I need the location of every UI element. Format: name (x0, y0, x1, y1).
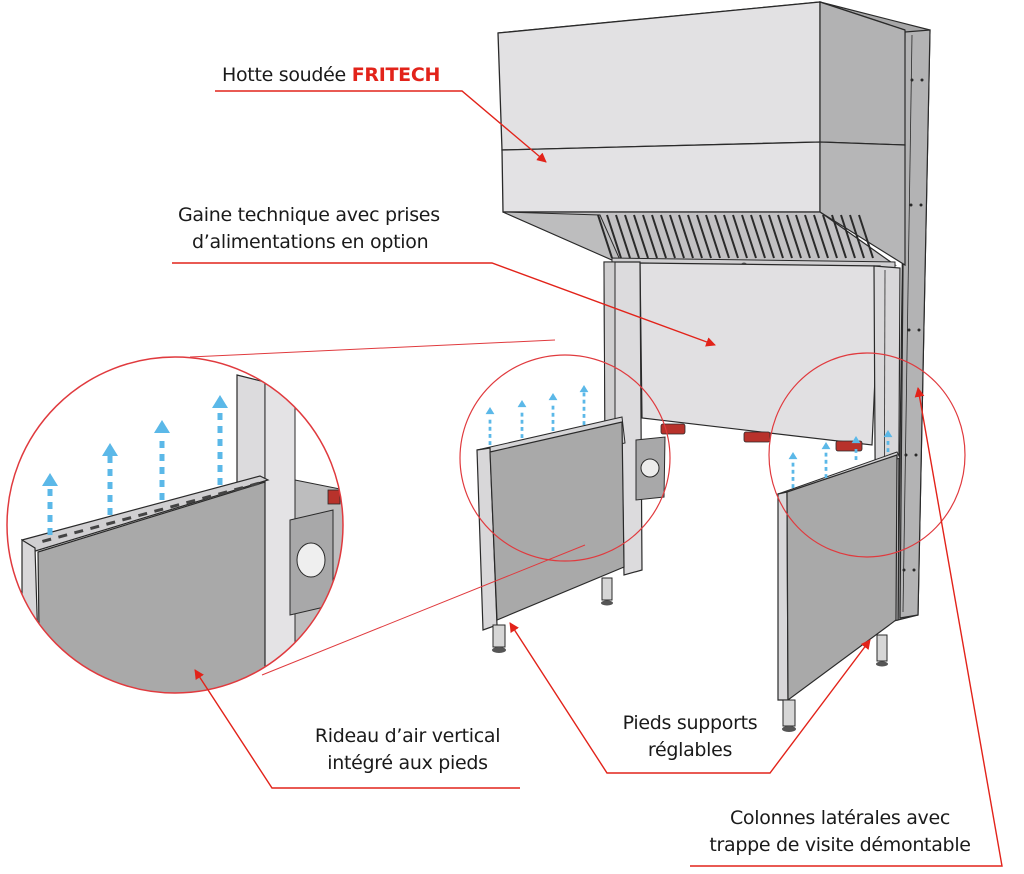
filter-slat (822, 214, 838, 259)
filter-slat (651, 214, 667, 259)
grease-filters (597, 214, 874, 259)
airflow-arrow-icon (42, 473, 58, 535)
filter-slat (840, 214, 856, 259)
filter-slat (669, 214, 685, 259)
focus-circle-left (459, 354, 671, 562)
airflow-arrows-main (485, 385, 893, 488)
filter-slat (786, 214, 802, 259)
label-air-curtain-line2: intégré aux pieds (327, 752, 488, 774)
filter-slat (777, 214, 793, 259)
slot (249, 481, 260, 487)
leader-lines (172, 90, 1003, 867)
filter-slat (687, 214, 703, 259)
left-leg-panel (476, 416, 626, 653)
airflow-arrow-icon (579, 385, 589, 425)
filter-slat (696, 214, 712, 259)
filter-slat (714, 214, 730, 259)
label-feet-line2: réglables (647, 739, 733, 761)
filter-slat (624, 214, 640, 259)
slot (218, 490, 228, 496)
airflow-arrow-icon (821, 442, 831, 478)
filter-slat (732, 214, 748, 259)
filter-slat (678, 214, 694, 259)
zoom-connector-bottom (261, 544, 586, 676)
electrical-sockets (660, 423, 863, 452)
filter-slat (633, 214, 649, 259)
welded-hood (497, 1, 906, 270)
filter-slat (795, 214, 811, 259)
zoom-detail (6, 356, 344, 694)
airflow-arrow-icon (154, 420, 170, 500)
slot (170, 503, 180, 509)
slot (90, 524, 100, 530)
filter-slat (858, 214, 874, 259)
label-columns-line2: trappe de visite démontable (709, 834, 971, 856)
filter-slat (759, 214, 775, 259)
leader-duct (172, 262, 716, 347)
leader-hood (215, 90, 547, 163)
filter-slat (750, 214, 766, 259)
airflow-arrow-icon (517, 400, 527, 438)
left-inner-column (603, 261, 666, 576)
zoom-circle (6, 356, 344, 694)
airflow-arrow-icon (102, 443, 118, 515)
slot (234, 486, 244, 492)
slot (73, 529, 84, 535)
label-feet: Pieds supports réglables (605, 710, 775, 764)
label-hood: Hotte soudée FRITECH (222, 62, 440, 89)
label-columns-line1: Colonnes latérales avec (729, 807, 951, 829)
leader-feet (509, 622, 871, 774)
label-duct-line2: d’alimentations en option (192, 231, 429, 253)
slot (41, 537, 52, 543)
filter-slat (642, 214, 658, 259)
leader-columns (690, 387, 1003, 867)
leader-air-curtain (194, 669, 520, 789)
airflow-arrow-icon (485, 407, 495, 445)
filter-slat (849, 214, 865, 259)
filter-slat (804, 214, 820, 259)
airflow-arrows-zoom (42, 395, 228, 535)
slot (201, 494, 212, 500)
filter-slat (768, 214, 784, 259)
right-leg-panel (777, 451, 901, 732)
slot (106, 520, 116, 526)
slot (185, 498, 196, 505)
airflow-arrow-icon (851, 436, 861, 460)
airflow-arrow-icon (883, 430, 893, 452)
filter-slat (813, 214, 829, 259)
label-hood-text: Hotte soudée (222, 64, 346, 86)
filter-slat (741, 214, 757, 259)
technical-duct-panel (639, 262, 881, 446)
label-air-curtain: Rideau d’air vertical intégré aux pieds (295, 723, 520, 777)
focus-circle-right (768, 352, 966, 558)
brand-name: FRITECH (351, 64, 441, 86)
zoom-connector-top (189, 339, 556, 358)
label-duct-line1: Gaine technique avec prises (178, 204, 440, 226)
slot (122, 516, 132, 522)
slot (58, 533, 68, 539)
airflow-arrow-icon (548, 393, 558, 431)
filter-slat (606, 214, 622, 259)
air-curtain-slots (41, 481, 260, 543)
label-duct: Gaine technique avec prises d’alimentati… (178, 202, 440, 256)
label-columns: Colonnes latérales avec trappe de visite… (690, 805, 990, 859)
airflow-arrow-icon (788, 452, 798, 488)
filter-slat (705, 214, 721, 259)
label-feet-line1: Pieds supports (622, 712, 758, 734)
airflow-arrow-icon (212, 395, 228, 485)
filter-slat (615, 214, 631, 259)
slot (138, 511, 148, 518)
filter-slat (597, 214, 613, 259)
slot (154, 507, 164, 513)
label-air-curtain-line1: Rideau d’air vertical (314, 725, 501, 747)
filter-slat (660, 214, 676, 259)
filter-slat (831, 214, 847, 259)
filter-slat (723, 214, 739, 259)
